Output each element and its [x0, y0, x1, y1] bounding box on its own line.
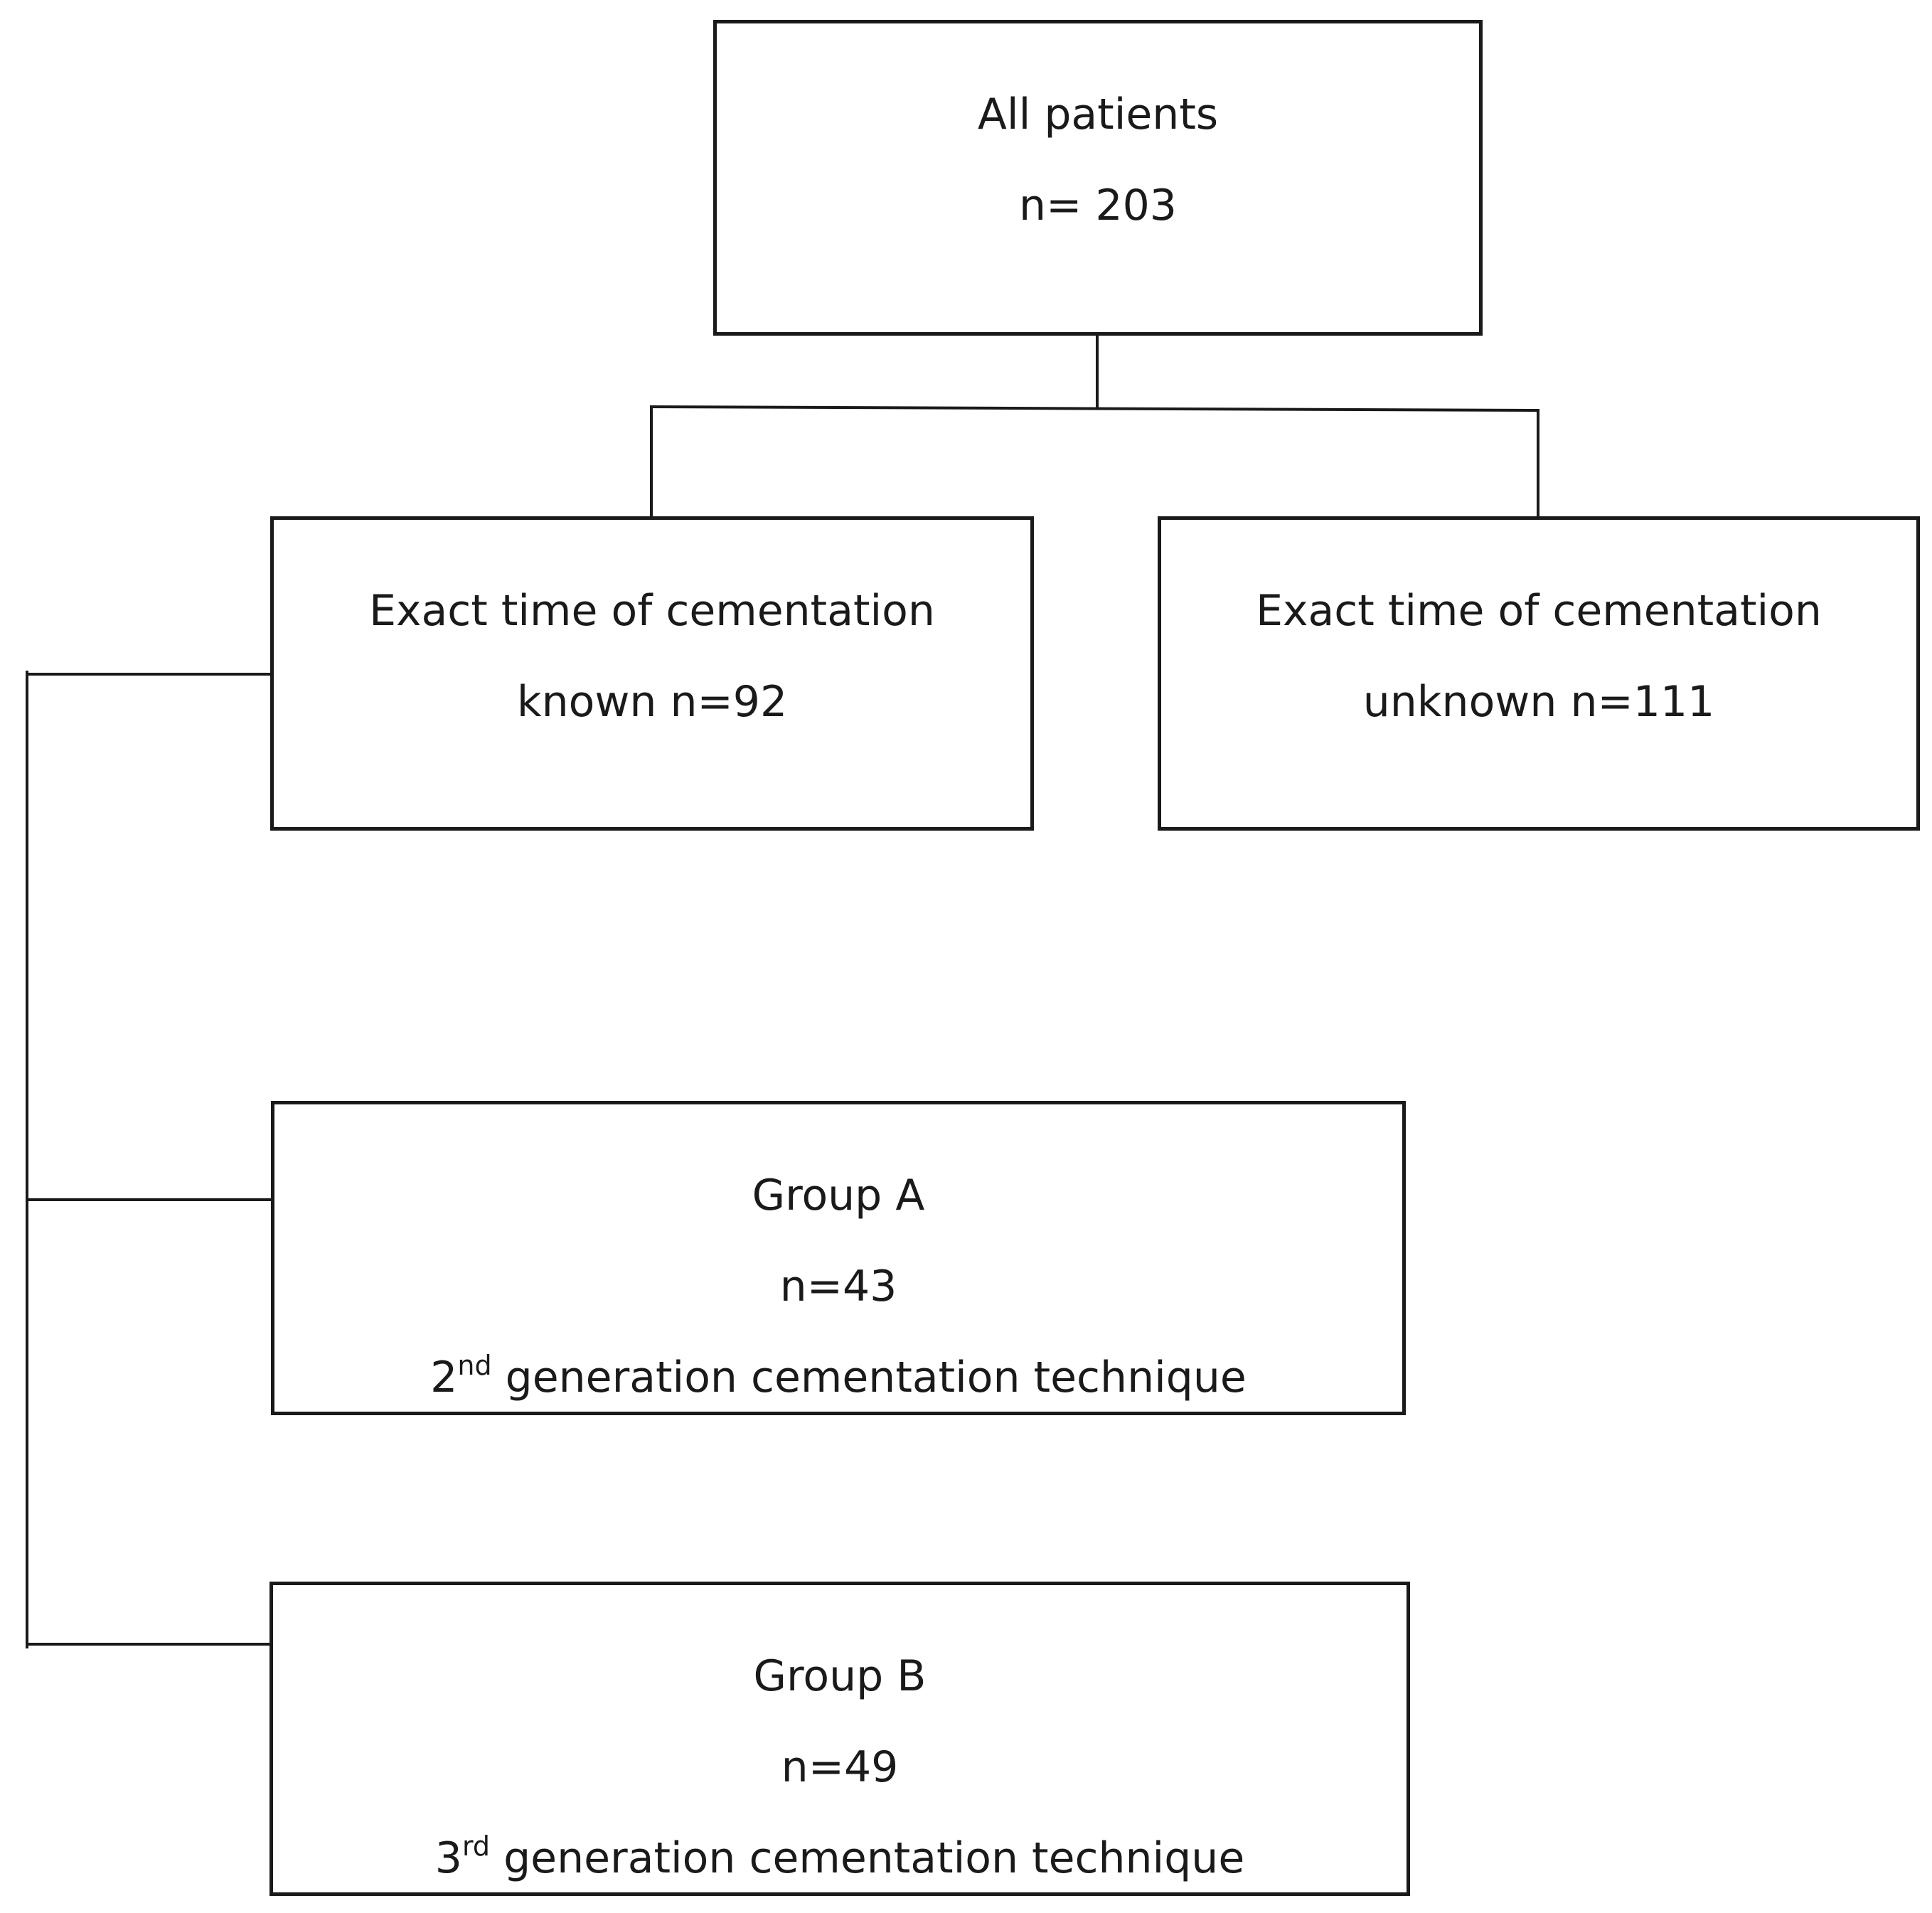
- node-time-known-count: known n=92: [516, 677, 788, 727]
- node-time-unknown-title: Exact time of cementation: [1256, 586, 1822, 636]
- connector-root-split: [649, 405, 1540, 412]
- node-all-patients: All patients n= 203: [713, 20, 1483, 336]
- node-group-a: Group A n=43 2nd generation cementation …: [271, 1101, 1406, 1415]
- node-time-unknown-count: unknown n=111: [1362, 677, 1715, 727]
- node-group-a-technique-text: generation cementation technique: [491, 1353, 1247, 1402]
- node-group-b-count: n=49: [781, 1742, 899, 1792]
- node-group-b-technique-ordinal: 3: [434, 1833, 462, 1883]
- node-group-a-title: Group A: [752, 1171, 925, 1220]
- node-group-a-technique-ordinal: 2: [430, 1353, 458, 1402]
- node-group-a-technique-suffix: nd: [457, 1350, 492, 1381]
- node-all-patients-title: All patients: [977, 90, 1219, 139]
- node-group-a-technique: 2nd generation cementation technique: [274, 1332, 1402, 1428]
- node-group-b-technique: 3rd generation cementation technique: [273, 1813, 1407, 1909]
- node-group-b-title: Group B: [753, 1651, 927, 1701]
- node-group-b-technique-text: generation cementation technique: [490, 1833, 1245, 1883]
- node-time-unknown: Exact time of cementation unknown n=111: [1158, 516, 1920, 831]
- node-all-patients-count: n= 203: [1019, 181, 1177, 230]
- node-group-b: Group B n=49 3rd generation cementation …: [269, 1582, 1410, 1896]
- node-group-b-technique-suffix: rd: [461, 1831, 491, 1862]
- node-time-known: Exact time of cementation known n=92: [270, 516, 1034, 831]
- node-time-known-title: Exact time of cementation: [369, 586, 935, 636]
- node-group-a-count: n=43: [779, 1262, 897, 1311]
